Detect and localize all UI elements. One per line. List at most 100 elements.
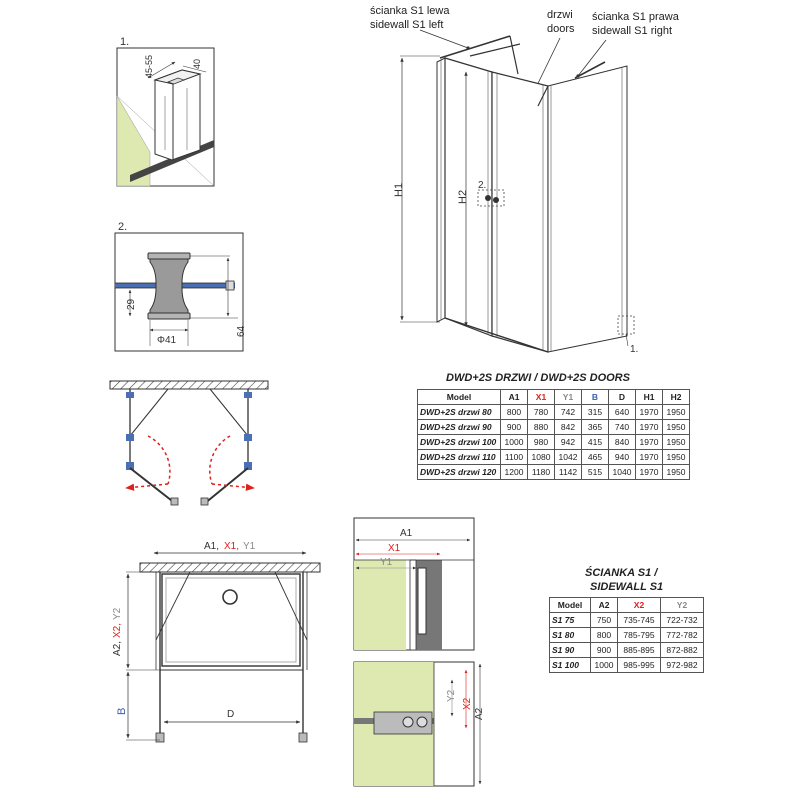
section-top-wall — [354, 560, 406, 650]
plan-dim-a1: A1, — [204, 541, 219, 552]
doors-table: Model A1 X1 Y1 B D H1 H2 DWD+2S drzwi 80… — [417, 389, 690, 480]
section-detail-top: A1 X1 Y1 — [353, 517, 475, 651]
sidewall-cell: S1 100 — [549, 657, 591, 673]
doors-cell: 742 — [554, 404, 582, 420]
doors-cell: DWD+2S drzwi 80 — [417, 404, 501, 420]
front-handle-right — [493, 197, 499, 203]
doors-cell: DWD+2S drzwi 120 — [417, 464, 501, 480]
sidewall-table-caption-line2: SIDEWALL S1 — [590, 581, 664, 593]
doors-cell: 1000 — [500, 434, 528, 450]
doors-cell: DWD+2S drzwi 110 — [417, 449, 501, 465]
section-dim-y2: Y2 — [446, 689, 457, 702]
section-dim-a2: A2 — [474, 707, 485, 720]
front-dim-h1: H1 — [393, 183, 405, 197]
label-wall-left-en: sidewall S1 left — [370, 19, 443, 31]
detail-1-profile-body — [154, 69, 201, 161]
doors-cell: 1100 — [500, 449, 528, 465]
section-dim-y1: Y1 — [380, 557, 393, 568]
doors-col-y1: Y1 — [554, 389, 582, 405]
detail-1-label: 1. — [120, 36, 129, 48]
detail-1-dim-40: 40 — [192, 59, 202, 69]
detail-2-label: 2. — [118, 221, 127, 233]
sidewall-col-a2: A2 — [590, 597, 618, 613]
section-detail-bottom: Y2 X2 A2 — [353, 661, 485, 787]
doors-col-a1: A1 — [500, 389, 528, 405]
sidewall-table-caption-line1: ŚCIANKA S1 / — [585, 567, 658, 579]
swing-ceiling — [109, 380, 269, 390]
doors-cell: 315 — [581, 404, 609, 420]
label-doors-pl: drzwi — [547, 9, 573, 21]
doors-col-h1: H1 — [635, 389, 663, 405]
front-dim-h2: H2 — [457, 190, 469, 204]
sidewall-cell: S1 90 — [549, 642, 591, 658]
detail-1-profile: 1. 45-55 40 — [116, 36, 215, 187]
sidewall-cell: S1 80 — [549, 627, 591, 643]
doors-col-x1: X1 — [527, 389, 555, 405]
detail-2-dim-29: 29 — [126, 298, 137, 310]
sidewall-cell: 800 — [590, 627, 618, 643]
doors-cell: 1950 — [662, 404, 690, 420]
doors-cell: 1180 — [527, 464, 555, 480]
doors-cell: 800 — [500, 404, 528, 420]
doors-cell: DWD+2S drzwi 90 — [417, 419, 501, 435]
front-view: ścianka S1 lewa sidewall S1 left drzwi d… — [370, 5, 680, 355]
doors-cell: 1040 — [608, 464, 636, 480]
sidewall-col-y2: Y2 — [660, 597, 704, 613]
doors-cell: 840 — [608, 434, 636, 450]
section-dim-x1: X1 — [388, 543, 401, 554]
doors-col-d: D — [608, 389, 636, 405]
section-dim-a1: A1 — [400, 528, 413, 539]
plan-dim-d: D — [227, 709, 234, 720]
doors-cell: 1042 — [554, 449, 582, 465]
doors-cell: 1970 — [635, 419, 663, 435]
doors-cell: 1970 — [635, 404, 663, 420]
sidewall-table-header-row: Model A2 X2 Y2 — [549, 597, 704, 613]
section-dim-x2: X2 — [462, 697, 473, 710]
doors-cell: 980 — [527, 434, 555, 450]
doors-cell: 780 — [527, 404, 555, 420]
front-detail-1-label: 1. — [630, 344, 638, 355]
sidewall-cell: 735-745 — [617, 612, 661, 628]
doors-cell: 842 — [554, 419, 582, 435]
doors-col-model: Model — [417, 389, 501, 405]
plan-view: A1, X1, Y1 A2, X2, Y2 B D — [112, 541, 321, 743]
plan-wall — [139, 562, 321, 573]
sidewall-cell: 972-982 — [660, 657, 704, 673]
front-handle-detail-box — [477, 189, 505, 207]
label-wall-right-en: sidewall S1 right — [592, 25, 672, 37]
door-panel-right — [491, 71, 549, 353]
sidewall-cell: 885-895 — [617, 642, 661, 658]
doors-cell: 880 — [527, 419, 555, 435]
doors-cell: 1950 — [662, 434, 690, 450]
sidewall-col-model: Model — [549, 597, 591, 613]
label-wall-right-pl: ścianka S1 prawa — [592, 11, 680, 23]
doors-col-h2: H2 — [662, 389, 690, 405]
front-handle-left — [485, 195, 491, 201]
swing-diagram — [109, 380, 269, 506]
label-wall-left-pl: ścianka S1 lewa — [370, 5, 450, 17]
plan-dim-x2: X2, — [112, 623, 123, 638]
swing-arc-right — [209, 435, 231, 485]
sidewall-right-panel — [547, 65, 628, 353]
doors-cell: 1200 — [500, 464, 528, 480]
doors-cell: 1970 — [635, 449, 663, 465]
doors-cell: 940 — [608, 449, 636, 465]
doors-table-header-row: Model A1 X1 Y1 B D H1 H2 — [417, 389, 690, 405]
plan-drain — [222, 589, 238, 605]
plan-dim-b: B — [116, 708, 128, 715]
doors-cell: 365 — [581, 419, 609, 435]
plan-dim-x1: X1, — [224, 541, 239, 552]
doors-cell: 415 — [581, 434, 609, 450]
doors-cell: 515 — [581, 464, 609, 480]
doors-cell: 942 — [554, 434, 582, 450]
label-doors-en: doors — [547, 23, 575, 35]
